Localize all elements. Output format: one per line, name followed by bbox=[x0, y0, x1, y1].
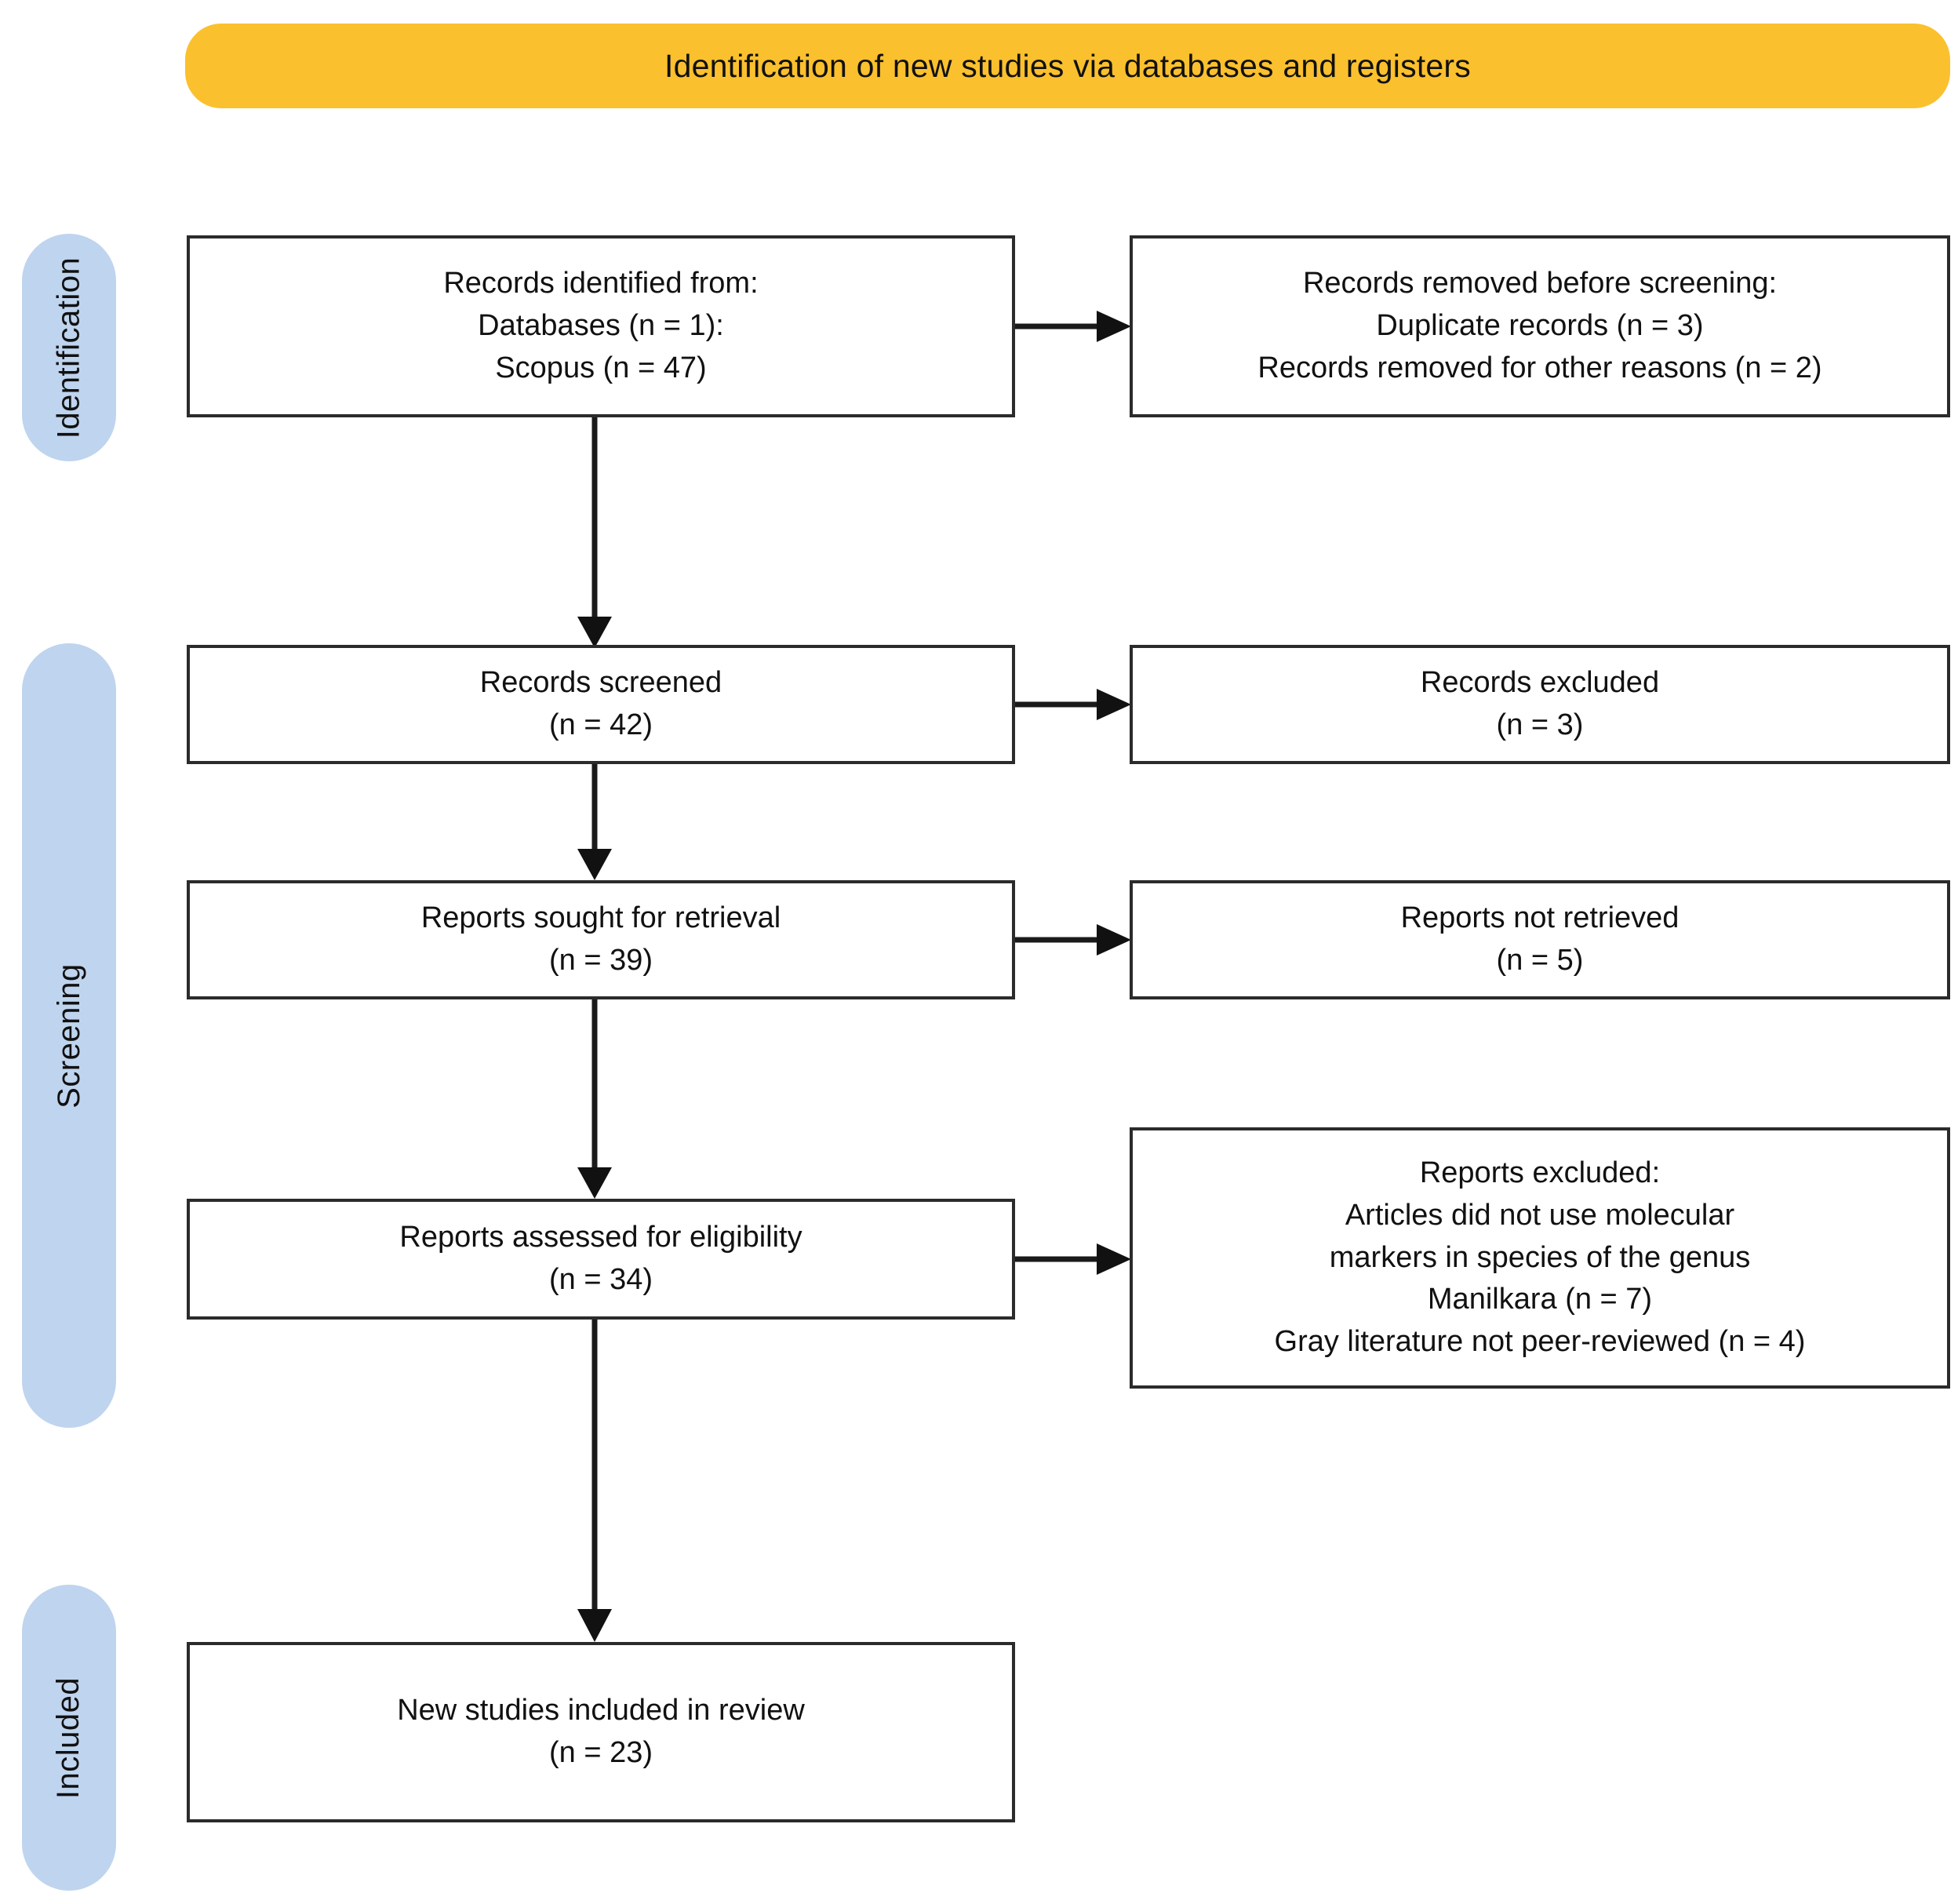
phase-banner-title: Identification of new studies via databa… bbox=[664, 47, 1471, 84]
box-reports-excluded: Reports excluded: Articles did not use m… bbox=[1130, 1127, 1950, 1389]
box-line: Gray literature not peer-reviewed (n = 4… bbox=[1274, 1325, 1806, 1359]
box-line: Duplicate records (n = 3) bbox=[1376, 309, 1704, 343]
box-line: (n = 23) bbox=[548, 1736, 653, 1769]
box-line: (n = 39) bbox=[548, 944, 653, 977]
box-line: markers in species of the genus bbox=[1329, 1240, 1751, 1274]
box-reports-not-retrieved: Reports not retrieved (n = 5) bbox=[1130, 880, 1950, 999]
box-line: Records screened bbox=[479, 666, 722, 700]
connector-screened-to-records-excluded bbox=[1012, 645, 1137, 770]
box-records-screened: Records screened (n = 42) bbox=[187, 645, 1015, 764]
box-line: (n = 3) bbox=[1496, 708, 1584, 741]
box-line: Articles did not use molecular bbox=[1345, 1198, 1735, 1232]
box-line: Reports not retrieved bbox=[1400, 901, 1680, 935]
connector-sought-to-not-retrieved bbox=[1012, 880, 1137, 1006]
box-line: Records identified from: bbox=[443, 267, 759, 300]
connector-sought-to-assessed bbox=[566, 996, 623, 1208]
box-records-identified-from: Records identified from: Databases (n = … bbox=[187, 235, 1015, 417]
box-line: Records excluded bbox=[1420, 666, 1660, 700]
box-line: Reports sought for retrieval bbox=[420, 901, 781, 935]
stage-pill-screening: Screening bbox=[22, 643, 116, 1428]
connector-assessed-to-included bbox=[566, 1316, 623, 1650]
box-reports-sought-for-retrieval: Reports sought for retrieval (n = 39) bbox=[187, 880, 1015, 999]
box-line: (n = 34) bbox=[548, 1263, 653, 1296]
stage-pill-included: Included bbox=[22, 1585, 116, 1891]
box-line: (n = 5) bbox=[1496, 944, 1584, 977]
box-records-removed-before-screening: Records removed before screening: Duplic… bbox=[1130, 235, 1950, 417]
stage-label-included: Included bbox=[51, 1676, 86, 1799]
box-new-studies-included-in-review: New studies included in review (n = 23) bbox=[187, 1642, 1015, 1822]
box-line: New studies included in review bbox=[397, 1694, 805, 1727]
box-line: (n = 42) bbox=[548, 708, 653, 741]
box-reports-assessed-for-eligibility: Reports assessed for eligibility (n = 34… bbox=[187, 1199, 1015, 1320]
connector-screened-to-sought bbox=[566, 761, 623, 886]
box-line: Records removed for other reasons (n = 2… bbox=[1257, 351, 1822, 384]
box-line: Scopus (n = 47) bbox=[495, 351, 707, 384]
stage-label-identification: Identification bbox=[51, 257, 86, 439]
box-line: Reports excluded: bbox=[1419, 1156, 1661, 1189]
connector-assessed-to-reports-excluded bbox=[1012, 1199, 1137, 1324]
stage-pill-identification: Identification bbox=[22, 234, 116, 461]
stage-label-screening: Screening bbox=[51, 963, 86, 1109]
box-records-excluded: Records excluded (n = 3) bbox=[1130, 645, 1950, 764]
connector-identified-to-screened bbox=[566, 414, 623, 650]
box-line: Records removed before screening: bbox=[1302, 267, 1778, 300]
box-line: Manilkara (n = 7) bbox=[1427, 1283, 1653, 1316]
box-line: Reports assessed for eligibility bbox=[399, 1221, 802, 1254]
phase-banner-identification: Identification of new studies via databa… bbox=[185, 24, 1950, 108]
box-line: Databases (n = 1): bbox=[478, 309, 724, 343]
